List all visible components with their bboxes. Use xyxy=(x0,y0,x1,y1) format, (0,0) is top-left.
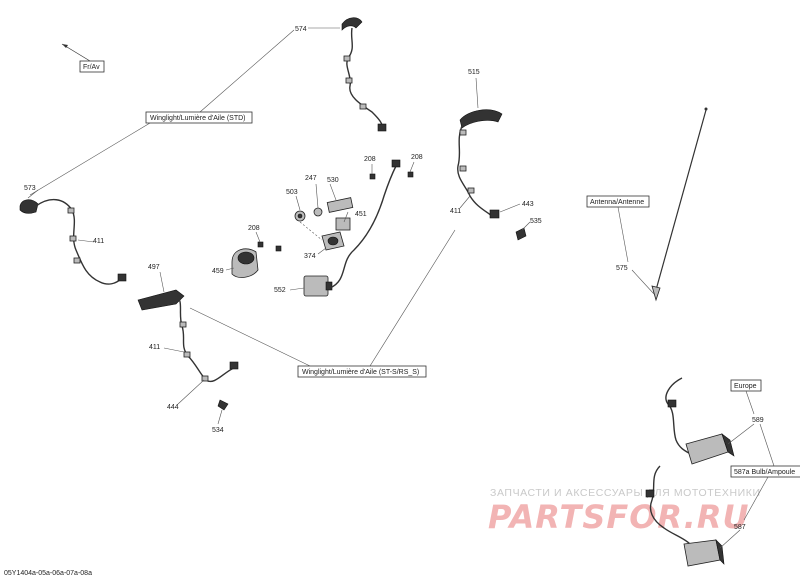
callout-374: 374 xyxy=(304,253,316,260)
callout-574: 574 xyxy=(295,26,307,33)
fr-av-label: Fr/Av xyxy=(83,64,100,71)
front-direction-indicator: Fr/Av xyxy=(61,43,105,73)
callout-411-b: 411 xyxy=(149,344,160,351)
bulb-label: 587a Bulb/Ampoule xyxy=(734,469,795,476)
callout-497: 497 xyxy=(148,264,160,271)
callout-451: 451 xyxy=(355,211,367,218)
clip-534 xyxy=(217,399,229,425)
drawing-id: 05Y1404a-05a-06a-07a-08a xyxy=(4,570,92,577)
watermark-logo: PARTSFOR.RU xyxy=(488,498,749,536)
callout-587: 587 xyxy=(734,524,746,531)
harness-515 xyxy=(457,77,521,219)
nuts-208-center xyxy=(369,161,415,180)
callout-575: 575 xyxy=(616,265,628,272)
callout-208-a: 208 xyxy=(248,225,260,232)
callout-503: 503 xyxy=(286,189,298,196)
nuts-208-horn xyxy=(255,231,282,252)
callout-589: 589 xyxy=(752,417,764,424)
callout-535: 535 xyxy=(530,218,542,225)
watermark: ЗАПЧАСТИ И АКСЕССУАРЫ ДЛЯ МОТОТЕХНИКИ PA… xyxy=(488,487,761,536)
winglight-sts-group: Winglight/Lumière d'Aile (ST-S/RS_S) xyxy=(189,229,456,378)
winglight-sts-label: Winglight/Lumière d'Aile (ST-S/RS_S) xyxy=(302,369,419,376)
horn-459 xyxy=(225,248,259,278)
fr-av-box xyxy=(79,60,105,73)
callout-208-b: 208 xyxy=(364,156,376,163)
watermark-tagline: ЗАПЧАСТИ И АКСЕССУАРЫ ДЛЯ МОТОТЕХНИКИ xyxy=(490,487,761,499)
callout-573: 573 xyxy=(24,185,36,192)
callout-515: 515 xyxy=(468,69,480,76)
harness-573 xyxy=(19,189,127,285)
callout-552: 552 xyxy=(274,287,286,294)
clip-535 xyxy=(515,221,531,241)
callout-247: 247 xyxy=(305,175,317,182)
callout-411-a: 411 xyxy=(93,238,104,245)
central-components xyxy=(289,159,401,297)
callout-530: 530 xyxy=(327,177,339,184)
europe-lamps: Europe 587a Bulb/Ampoule xyxy=(645,377,800,567)
callout-444: 444 xyxy=(167,404,179,411)
bulb-box xyxy=(730,465,800,478)
callout-208-c: 208 xyxy=(411,154,423,161)
callout-443: 443 xyxy=(522,201,534,208)
callout-459: 459 xyxy=(212,268,224,275)
callout-534: 534 xyxy=(212,427,224,434)
winglight-std-label: Winglight/Lumière d'Aile (STD) xyxy=(150,115,245,122)
callout-411-c: 411 xyxy=(450,208,461,215)
harness-497 xyxy=(137,271,239,405)
europe-label: Europe xyxy=(734,383,757,390)
harness-574 xyxy=(308,17,387,132)
antenna-label: Antenna/Antenne xyxy=(590,199,644,206)
winglight-sts-box xyxy=(297,365,427,378)
winglight-std-box xyxy=(145,111,253,124)
winglight-std-group: Winglight/Lumière d'Aile (STD) xyxy=(29,29,295,196)
antenna-575: Antenna/Antenne xyxy=(586,107,708,302)
